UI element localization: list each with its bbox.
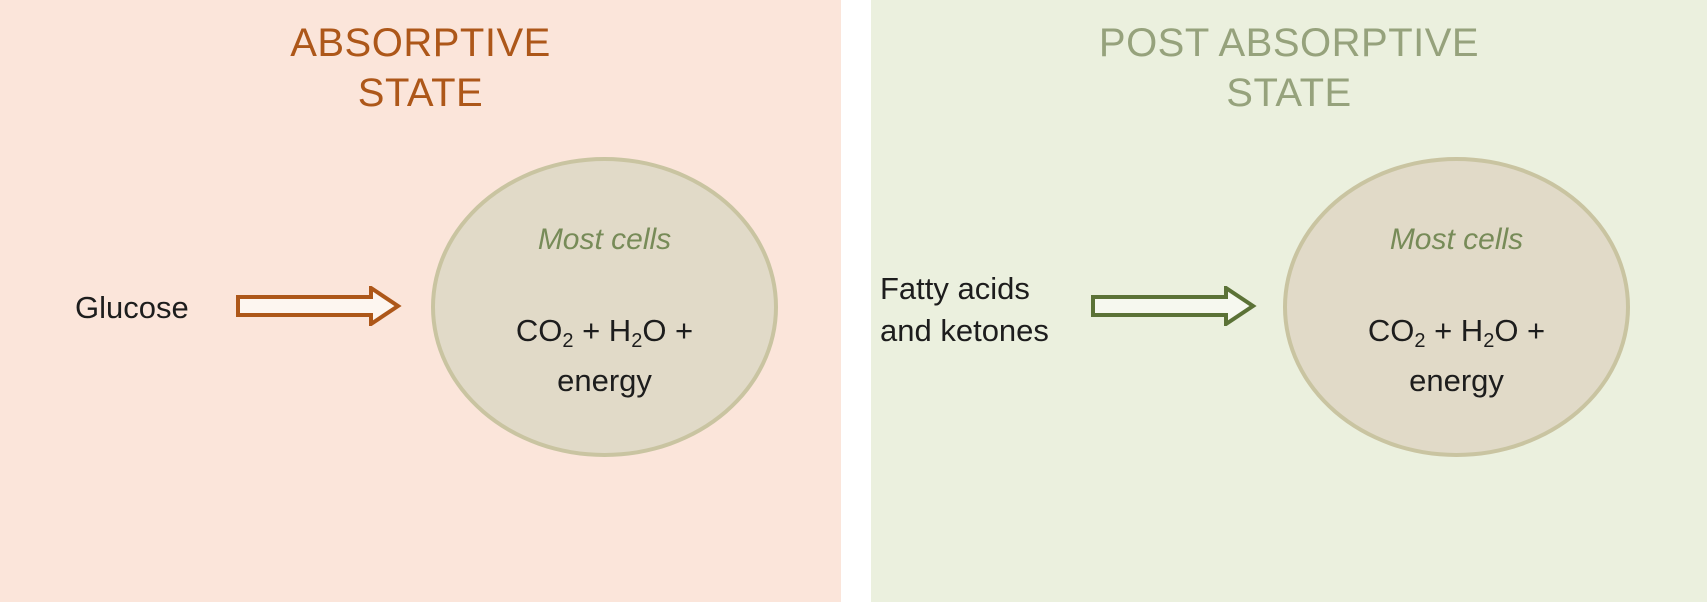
fatty-label-line-1: Fatty acids (880, 271, 1030, 306)
most-cells-circle: Most cells CO2 + H2O + energy (1283, 157, 1630, 457)
absorptive-state-panel: ABSORPTIVE STATE Glucose Most cells CO2 … (0, 0, 841, 602)
o-text: O + (642, 313, 694, 348)
title-line-1: ABSORPTIVE (290, 21, 551, 65)
equation-line-1: CO2 + H2O + (1287, 311, 1626, 361)
co-subscript: 2 (562, 330, 574, 352)
equation-line-1: CO2 + H2O + (435, 311, 774, 361)
co-text: CO (515, 313, 563, 348)
cell-product-equation: CO2 + H2O + energy (1287, 311, 1626, 401)
o-text: O + (1494, 313, 1546, 348)
h-text: + H (573, 313, 632, 348)
post-absorptive-state-title: POST ABSORPTIVE STATE (871, 18, 1707, 118)
glucose-label: Glucose (75, 290, 189, 325)
fatty-label-line-2: and ketones (880, 313, 1049, 348)
title-line-2: STATE (1226, 71, 1352, 115)
hollow-right-arrow-icon (1091, 286, 1257, 326)
h-subscript: 2 (631, 330, 643, 352)
co-subscript: 2 (1414, 330, 1426, 352)
fatty-acids-label: Fatty acids and ketones (880, 268, 1049, 352)
h-subscript: 2 (1483, 330, 1495, 352)
equation-line-2: energy (557, 363, 652, 398)
h-text: + H (1425, 313, 1484, 348)
hollow-right-arrow-icon (236, 286, 402, 326)
cell-product-equation: CO2 + H2O + energy (435, 311, 774, 401)
equation-line-2: energy (1409, 363, 1504, 398)
title-line-2: STATE (357, 71, 484, 115)
co-text: CO (1367, 313, 1415, 348)
cell-label: Most cells (537, 223, 672, 256)
cell-label: Most cells (1389, 223, 1524, 256)
most-cells-circle: Most cells CO2 + H2O + energy (431, 157, 778, 457)
absorptive-state-title: ABSORPTIVE STATE (0, 18, 841, 118)
title-line-1: POST ABSORPTIVE (1098, 21, 1480, 65)
post-absorptive-state-panel: POST ABSORPTIVE STATE Fatty acids and ke… (871, 0, 1707, 602)
